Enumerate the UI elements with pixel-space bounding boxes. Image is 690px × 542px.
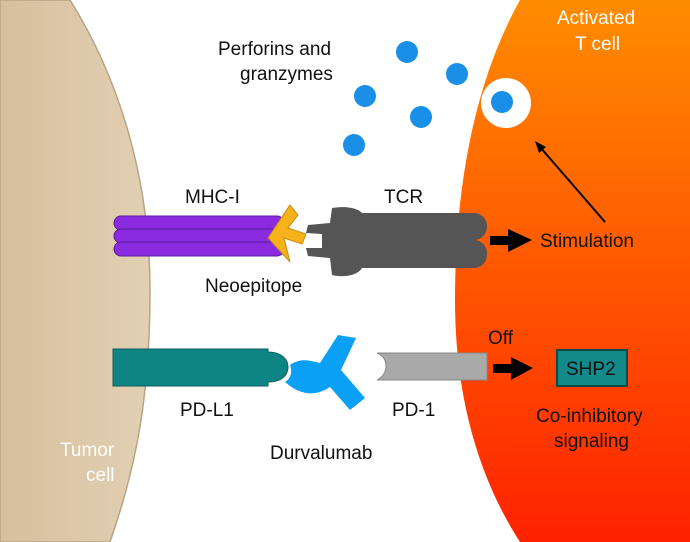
shp2-box: [556, 349, 628, 387]
granule: [446, 63, 468, 85]
tcr-label: TCR: [384, 187, 423, 208]
stimulation-label: Stimulation: [540, 231, 634, 252]
granule: [343, 134, 365, 156]
pd-l1: [112, 348, 289, 387]
t-cell: [455, 0, 690, 542]
stimulation-arrow: [490, 229, 532, 252]
granzymes-label: granzymes: [240, 64, 333, 85]
granule: [410, 106, 432, 128]
t-cell-label: Activated: [557, 8, 635, 29]
tumor-cell-label-2: cell: [86, 465, 115, 486]
mhc-i: [113, 215, 285, 257]
off-label: Off: [488, 328, 514, 349]
tumor-cell-label: Tumor: [60, 440, 115, 461]
neoepitope-label: Neoepitope: [205, 276, 302, 297]
pd-1: [376, 352, 488, 381]
signaling-label: signaling: [554, 431, 629, 452]
off-arrow: [493, 357, 533, 380]
neoepitope: [267, 204, 307, 263]
t-cell-label-2: T cell: [575, 34, 620, 55]
release-arrow: [535, 141, 606, 223]
granules: [343, 41, 513, 156]
durvalumab-label: Durvalumab: [270, 443, 372, 464]
granule: [396, 41, 418, 63]
pd-l1-label: PD-L1: [180, 400, 234, 421]
granule: [491, 91, 513, 113]
perforins-label: Perforins and: [218, 39, 331, 60]
shp2-label: SHP2: [566, 359, 616, 380]
mhc-label: MHC-I: [185, 187, 240, 208]
pd-1-label: PD-1: [392, 400, 435, 421]
tumor-cell: [0, 0, 151, 542]
tcr: [306, 207, 487, 277]
granule: [354, 85, 376, 107]
co-inhibitory-label: Co-inhibitory: [536, 406, 643, 427]
durvalumab: [285, 335, 365, 410]
